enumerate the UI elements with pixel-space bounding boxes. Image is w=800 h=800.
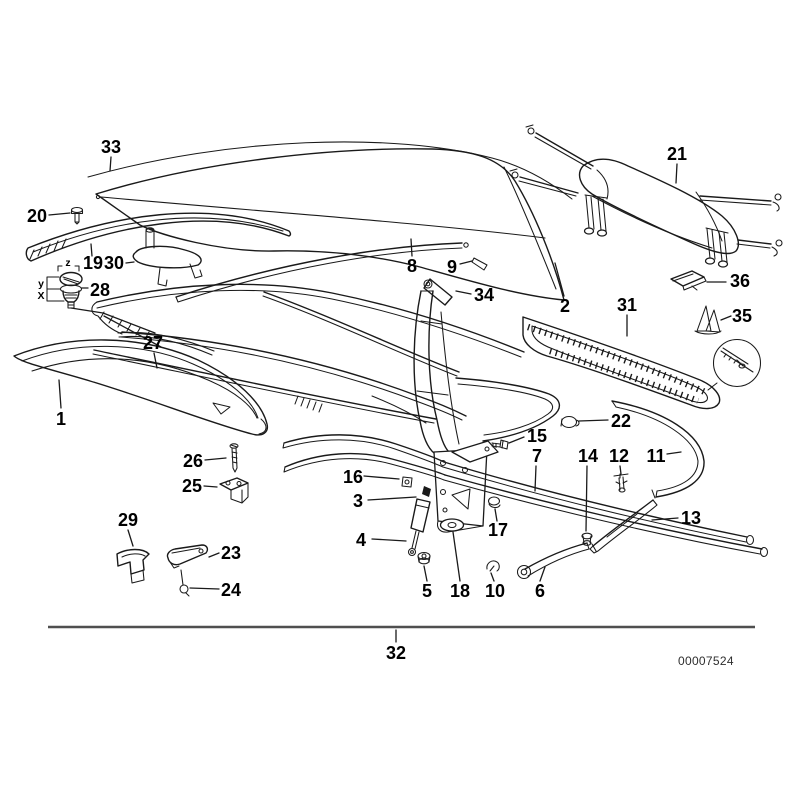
part-label-24: 24 (221, 580, 241, 600)
hinge-23-icon (166, 544, 209, 569)
part-label-17: 17 (488, 520, 508, 540)
part-label-22: 22 (611, 411, 631, 431)
part-label-33: 33 (101, 137, 121, 157)
strap-link-right (704, 227, 729, 268)
folding-frame (91, 283, 769, 558)
screw-26-icon (229, 443, 239, 473)
part-label-28: 28 (90, 280, 110, 300)
part-label-15: 15 (527, 426, 547, 446)
washer-18-icon (439, 518, 465, 532)
part-label-10: 10 (485, 581, 505, 601)
part-label-3: 3 (353, 491, 363, 511)
wedge-36-icon (670, 270, 707, 291)
zipper-detail-circle (707, 338, 762, 391)
part-label-2: 2 (560, 296, 570, 316)
dim-label-X: X (37, 290, 44, 302)
part-label-23: 23 (221, 543, 241, 563)
part-label-25: 25 (182, 476, 202, 496)
front-strip-19 (25, 212, 292, 262)
grommet-22-icon (560, 415, 580, 429)
sleeve-34-icon (423, 278, 453, 306)
plug-28-icon (46, 265, 162, 348)
part-label-32: 32 (386, 643, 406, 663)
soft-top-cover (25, 141, 573, 306)
cone-35-icon (694, 305, 722, 335)
clip-9-icon (471, 257, 488, 271)
stud-14-icon (581, 532, 593, 546)
part-label-5: 5 (422, 581, 432, 601)
pin-24-icon (179, 569, 190, 597)
tension-strap-21 (509, 124, 783, 268)
part-label-30: 30 (104, 253, 124, 273)
part-label-21: 21 (667, 144, 687, 164)
nut-5-icon (417, 551, 431, 565)
nut-16-icon (401, 476, 413, 488)
bracket-25-icon (219, 477, 249, 504)
part-label-29: 29 (118, 510, 138, 530)
dim-label-y: y (38, 278, 44, 290)
part-label-8: 8 (407, 256, 417, 276)
part-label-35: 35 (732, 306, 752, 326)
pin-12-icon (613, 473, 629, 493)
part-label-31: 31 (617, 295, 637, 315)
part-label-11: 11 (646, 446, 665, 466)
nut-17-icon (487, 496, 501, 509)
top-edge-arc-33 (87, 141, 573, 200)
part-label-13: 13 (681, 508, 701, 528)
part-label-12: 12 (609, 446, 629, 466)
seal-strips (516, 400, 705, 580)
clip-10-icon (486, 560, 500, 572)
strap-link-left (583, 194, 608, 237)
bolt-15-icon (491, 439, 509, 450)
part-label-7: 7 (532, 446, 542, 466)
part-label-26: 26 (183, 451, 203, 471)
dim-label-z: z (65, 257, 70, 269)
part-label-14: 14 (578, 446, 598, 466)
front-bow (13, 331, 269, 436)
part-label-18: 18 (450, 581, 470, 601)
part-label-19: 19 (83, 253, 103, 273)
part-label-27: 27 (143, 333, 163, 353)
part-label-9: 9 (447, 257, 457, 277)
gas-strut-3-4-icon (407, 486, 431, 557)
part-label-34: 34 (474, 285, 494, 305)
part-label-1: 1 (56, 409, 66, 429)
part-label-6: 6 (535, 581, 545, 601)
bracket-30-icon (132, 227, 203, 287)
part-label-20: 20 (27, 206, 47, 226)
leader-lines (48, 156, 732, 643)
part-label-36: 36 (730, 271, 750, 291)
part-label-16: 16 (343, 467, 363, 487)
image-code: 00007524 (678, 654, 734, 668)
part-label-4: 4 (356, 530, 366, 550)
clip-29-icon (116, 548, 150, 584)
screw-20-icon (70, 206, 84, 225)
rear-window-31 (522, 316, 721, 410)
